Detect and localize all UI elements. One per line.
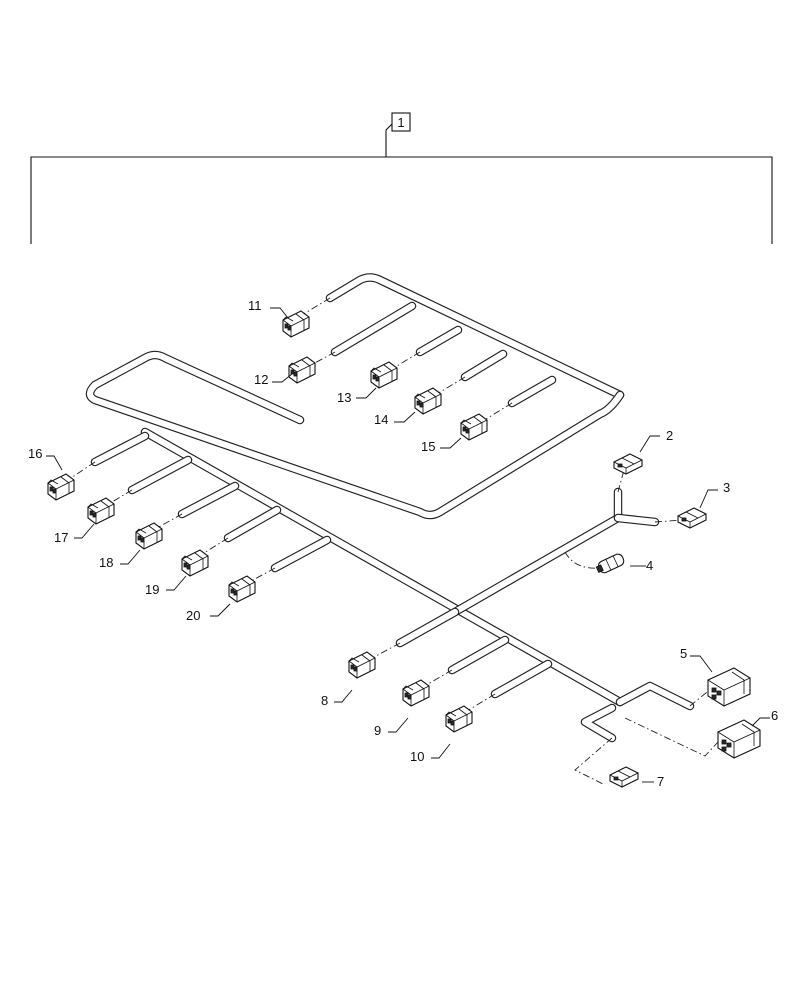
callout-8: 8: [321, 693, 328, 708]
sensor-4: [595, 553, 625, 574]
callout-5: 5: [680, 646, 687, 661]
callout-4: 4: [646, 558, 653, 573]
connector-8: [348, 651, 376, 679]
callout-9: 9: [374, 723, 381, 738]
assembly-callout-label: 1: [397, 115, 404, 130]
callout-2: 2: [666, 428, 673, 443]
connectors: [47, 310, 761, 788]
connector-3: [677, 507, 707, 529]
callout-20: 20: [186, 608, 200, 623]
callout-3: 3: [723, 480, 730, 495]
callout-7: 7: [657, 774, 664, 789]
connector-17: [87, 497, 115, 525]
callout-17: 17: [54, 530, 68, 545]
connector-7: [609, 766, 639, 788]
assembly-callout-box: [391, 112, 411, 132]
connector-12: [288, 356, 316, 384]
callout-10: 10: [410, 749, 424, 764]
callout-14: 14: [374, 412, 388, 427]
connector-6: [717, 719, 761, 759]
connector-15: [460, 413, 488, 441]
callout-12: 12: [254, 372, 268, 387]
callout-leaders: [46, 307, 770, 783]
callout-18: 18: [99, 555, 113, 570]
connector-19: [181, 549, 209, 577]
connector-18: [135, 522, 163, 550]
callout-labels: 2 3 4 5 6 7 8 9 10 11 12 13 14 15 16 17 …: [28, 298, 778, 789]
callout-13: 13: [337, 390, 351, 405]
callout-6: 6: [771, 708, 778, 723]
callout-19: 19: [145, 582, 159, 597]
harness-wires: [85, 273, 695, 743]
connector-14: [414, 387, 442, 415]
connector-2: [613, 453, 643, 475]
callout-11: 11: [248, 298, 262, 313]
connector-10: [445, 705, 473, 733]
assembly-bracket: 1: [30, 112, 773, 244]
callout-15: 15: [421, 439, 435, 454]
connector-5: [707, 667, 751, 707]
connector-9: [402, 679, 430, 707]
connector-13: [370, 361, 398, 389]
connector-20: [228, 575, 256, 603]
connector-16: [47, 473, 75, 501]
connector-11: [282, 310, 310, 338]
callout-16: 16: [28, 446, 42, 461]
